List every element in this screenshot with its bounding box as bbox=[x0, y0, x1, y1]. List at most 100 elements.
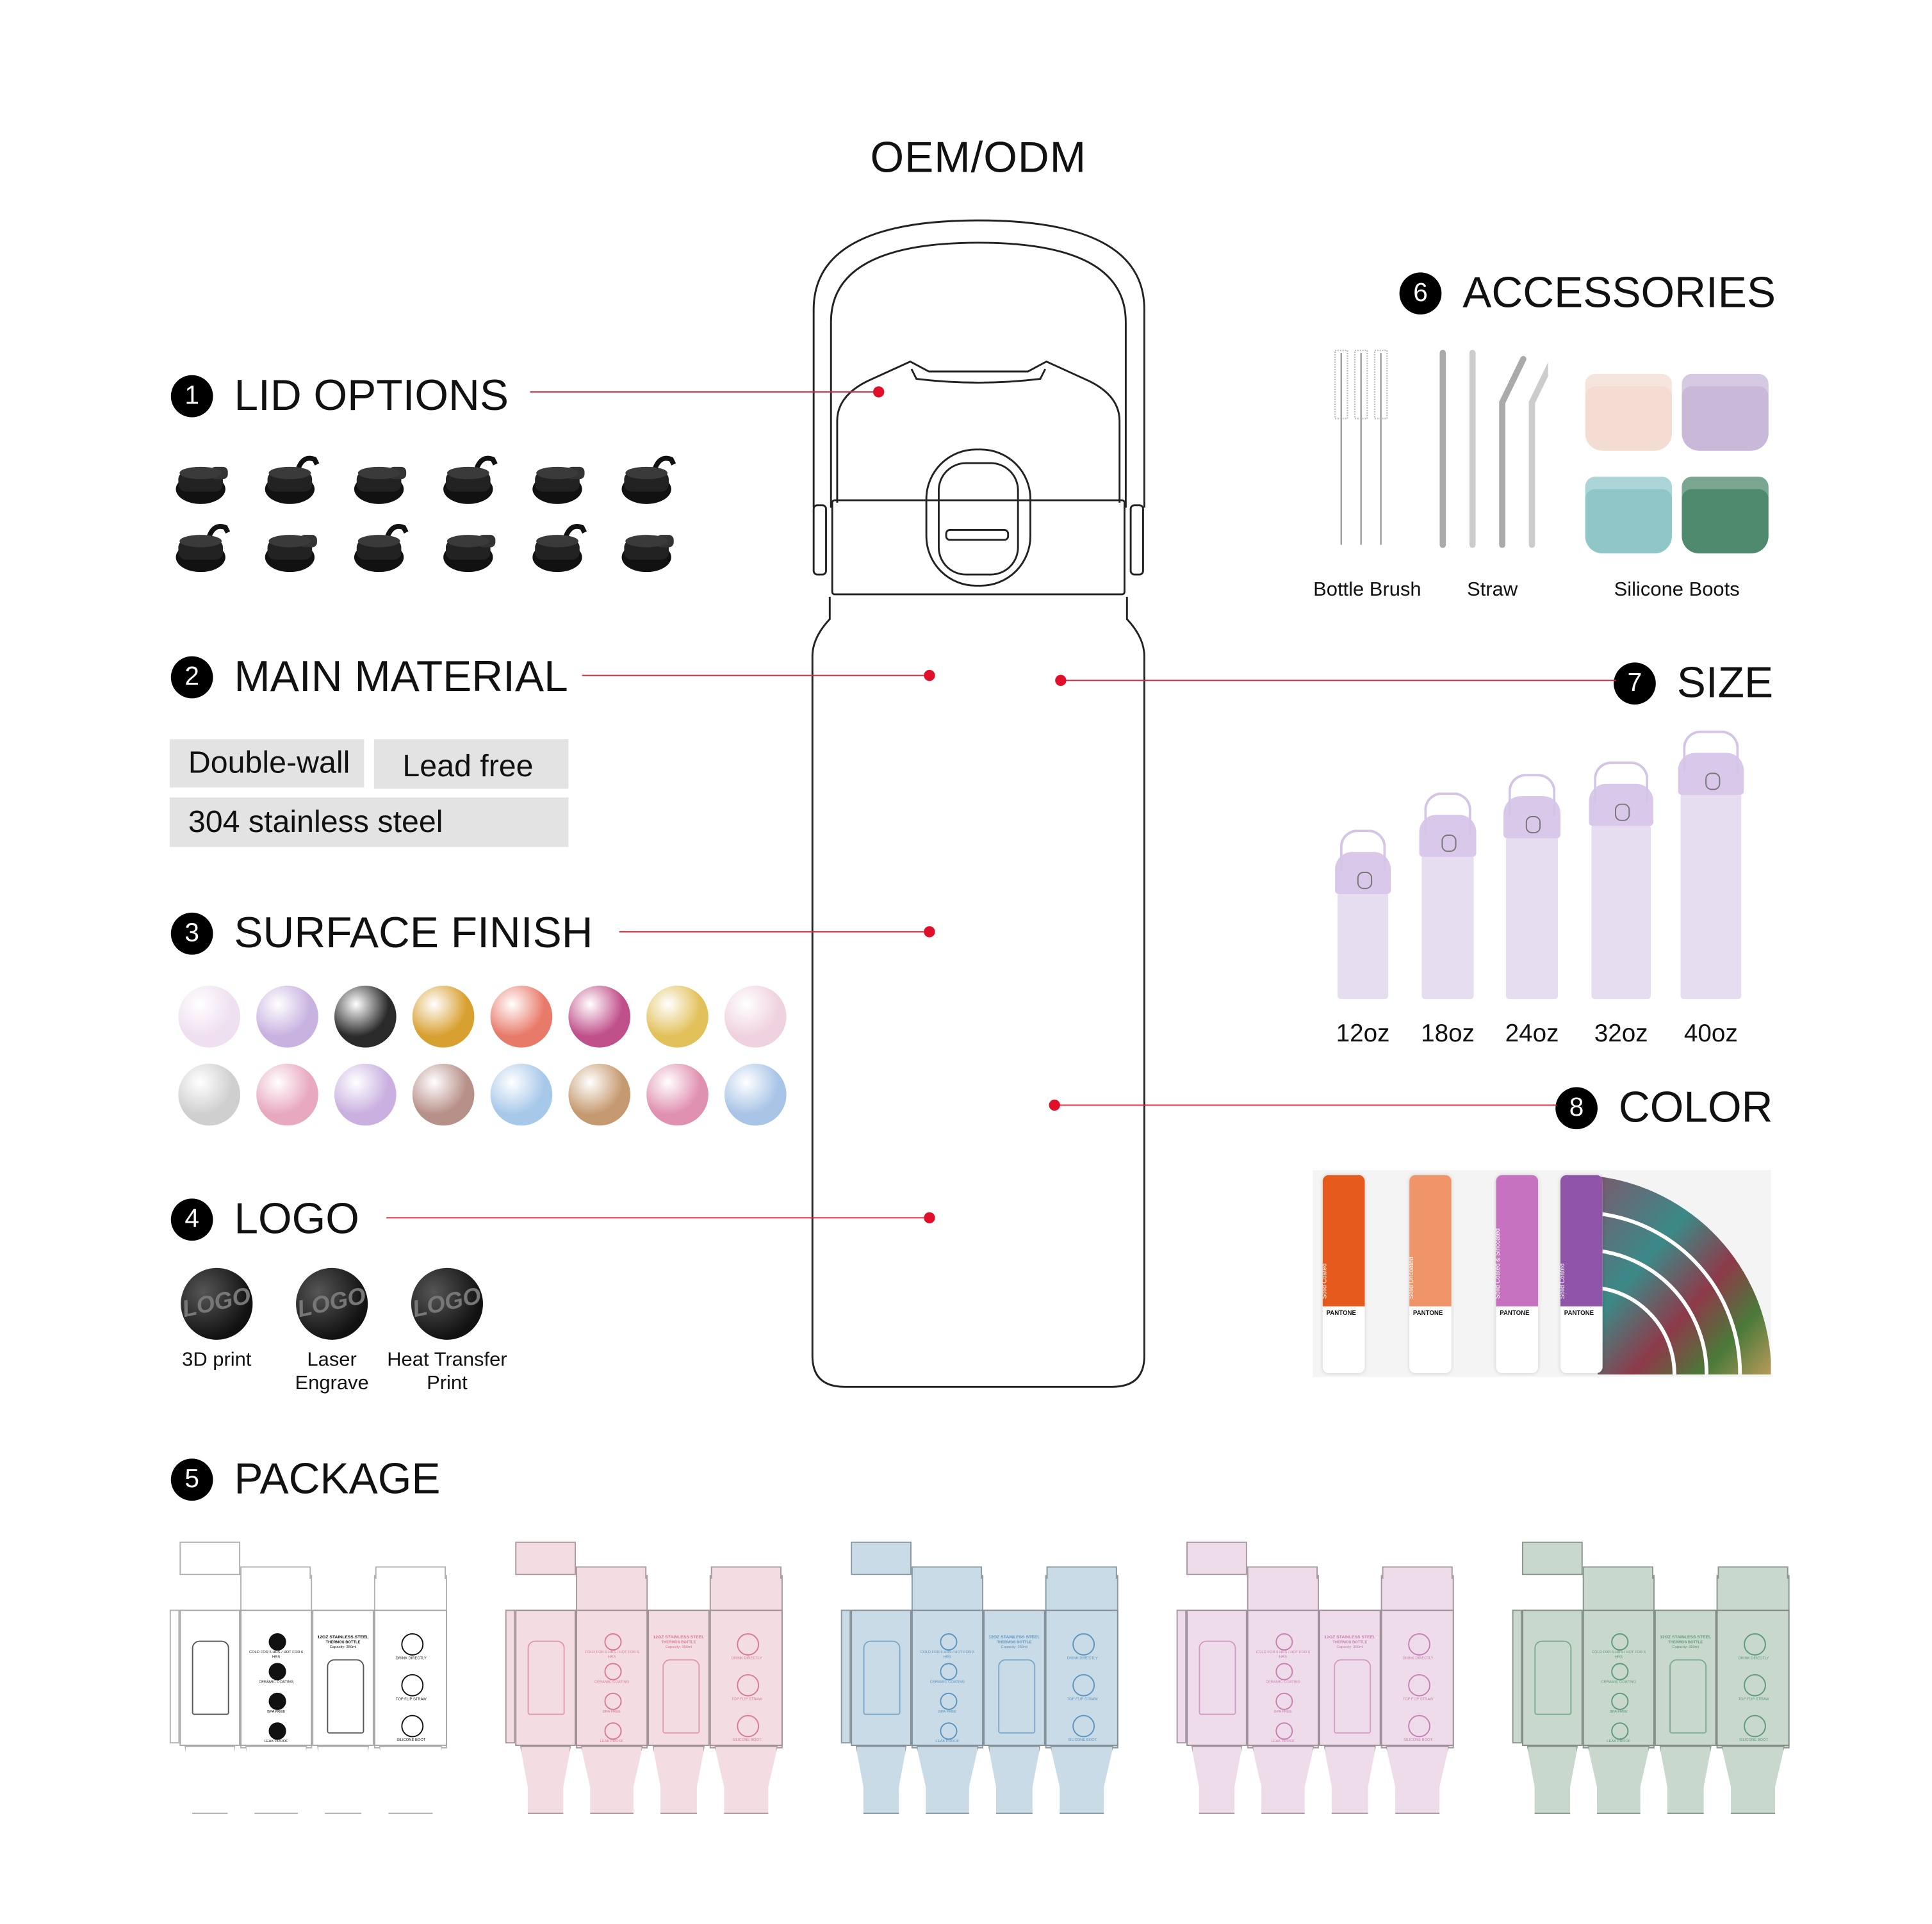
box-bottom-flap bbox=[916, 1745, 979, 1814]
feature-icon bbox=[1275, 1663, 1293, 1681]
package-heading: 12OZ STAINLESS STEEL bbox=[1324, 1634, 1376, 1640]
feature-icon bbox=[1611, 1722, 1629, 1740]
feature-label: COLD FOR 6 HRS / HOT FOR 6 HRS bbox=[249, 1649, 304, 1659]
feature-label: TOP FLIP STRAW bbox=[731, 1696, 762, 1702]
leader-dot bbox=[872, 386, 885, 398]
box-panel bbox=[179, 1610, 241, 1746]
size-bottle-body bbox=[1421, 852, 1474, 1000]
size-bottle-button bbox=[1705, 772, 1720, 790]
feature-icon bbox=[737, 1633, 760, 1656]
feature-icon bbox=[604, 1633, 622, 1651]
feature-icon bbox=[1611, 1692, 1629, 1710]
section-title: SIZE bbox=[1676, 658, 1774, 707]
surface-finish-swatch bbox=[724, 985, 787, 1048]
size-bottle-button bbox=[1441, 835, 1457, 852]
box-bottom-flap bbox=[184, 1745, 236, 1814]
silicone-boot-icon bbox=[1585, 477, 1672, 554]
package-subheading: THERMOS BOTTLE bbox=[1668, 1639, 1703, 1645]
feature-icon bbox=[1072, 1674, 1095, 1697]
box-bottom-flap bbox=[1323, 1745, 1376, 1814]
box-bottom-flap bbox=[1659, 1745, 1712, 1814]
feature-icon bbox=[1408, 1633, 1430, 1656]
surface-finish-swatch bbox=[724, 1063, 787, 1126]
leader-dot bbox=[924, 1212, 935, 1224]
feature-label: BPA FREE bbox=[938, 1708, 956, 1714]
feature-icon bbox=[1275, 1722, 1293, 1740]
pantone-brand: PANTONE bbox=[1326, 1310, 1356, 1318]
leader-line-size bbox=[1060, 680, 1616, 681]
package-capacity: Capacity: 350ml bbox=[329, 1644, 357, 1650]
lid-option-icon bbox=[530, 452, 587, 504]
section-title: LID OPTIONS bbox=[234, 371, 509, 420]
section-number: 3 bbox=[170, 912, 213, 955]
leader-dot bbox=[1049, 1099, 1060, 1111]
glue-flap bbox=[1512, 1610, 1523, 1744]
package-subheading: THERMOS BOTTLE bbox=[1332, 1639, 1368, 1645]
package-heading: 12OZ STAINLESS STEEL bbox=[317, 1634, 369, 1640]
feature-label: DRINK DIRECTLY bbox=[1402, 1655, 1434, 1661]
logo-badge: LOGO bbox=[289, 1261, 375, 1347]
bottle-drawing bbox=[863, 1640, 901, 1715]
leader-line-color bbox=[1054, 1104, 1557, 1107]
bottle-drawing bbox=[192, 1640, 229, 1715]
box-panel bbox=[515, 1610, 576, 1746]
pantone-card-top: FORMULA GUIDESolid Coated bbox=[1322, 1175, 1365, 1307]
material-chip-lead-free: Lead free bbox=[373, 739, 569, 789]
section-number: 8 bbox=[1555, 1087, 1598, 1130]
lid-option-icon bbox=[441, 520, 498, 573]
leader-line-lid bbox=[530, 391, 878, 393]
pantone-card-title: PASTELS & NEONSSolid Coated & Sincoated bbox=[1496, 1175, 1502, 1299]
section-title: ACCESSORIES bbox=[1462, 268, 1776, 317]
box-bottom-flap bbox=[316, 1745, 370, 1814]
package-capacity: Capacity: 350ml bbox=[665, 1644, 692, 1650]
feature-icon bbox=[268, 1722, 286, 1740]
box-bottom-flap bbox=[1191, 1745, 1243, 1814]
box-bottom-flap bbox=[1252, 1745, 1314, 1814]
box-bottom-flap bbox=[245, 1745, 307, 1814]
feature-icon bbox=[268, 1663, 286, 1681]
bottle-drawing bbox=[1534, 1640, 1572, 1715]
feature-icon bbox=[1072, 1715, 1095, 1738]
size-label: 24oz bbox=[1505, 1020, 1559, 1048]
feature-label: LEAK PROOF bbox=[1607, 1738, 1631, 1744]
lid-option-icon bbox=[530, 520, 587, 573]
pantone-brand: PANTONE bbox=[1412, 1310, 1443, 1318]
feature-label: DRINK DIRECTLY bbox=[395, 1655, 427, 1661]
feature-label: SILICONE BOOT bbox=[1068, 1737, 1097, 1743]
package-capacity: Capacity: 350ml bbox=[1672, 1644, 1699, 1650]
surface-finish-swatch bbox=[568, 985, 631, 1048]
silicone-boot-icon bbox=[1585, 373, 1672, 451]
surface-finish-swatch bbox=[256, 1063, 318, 1126]
pantone-card-subtitle: Solid Coated bbox=[1560, 1263, 1567, 1300]
feature-label: LEAK PROOF bbox=[600, 1738, 624, 1744]
package-capacity: Capacity: 350ml bbox=[1001, 1644, 1028, 1650]
size-bottle-button bbox=[1615, 803, 1630, 821]
box-bottom-flap bbox=[1527, 1745, 1578, 1814]
size-bottle-body bbox=[1337, 889, 1389, 1000]
feature-label: CERAMIC COATING bbox=[929, 1679, 965, 1684]
bottle-drawing bbox=[1334, 1659, 1371, 1734]
box-bottom-flap bbox=[1386, 1745, 1449, 1814]
feature-icon bbox=[1744, 1674, 1766, 1697]
surface-finish-swatch bbox=[490, 985, 553, 1048]
lid-option-icon bbox=[619, 520, 676, 573]
surface-finish-swatch bbox=[412, 1063, 475, 1126]
surface-finish-swatch bbox=[256, 985, 318, 1048]
straw-icon bbox=[1439, 350, 1548, 548]
feature-label: TOP FLIP STRAW bbox=[1402, 1696, 1434, 1702]
size-label: 32oz bbox=[1594, 1020, 1648, 1048]
feature-label: SILICONE BOOT bbox=[1739, 1737, 1769, 1743]
glue-flap bbox=[1176, 1610, 1187, 1744]
feature-icon bbox=[737, 1674, 760, 1697]
bottle-outline bbox=[811, 219, 1145, 1388]
leader-dot bbox=[924, 926, 935, 938]
feature-icon bbox=[1275, 1633, 1293, 1651]
size-bottle-handle bbox=[1508, 774, 1556, 817]
